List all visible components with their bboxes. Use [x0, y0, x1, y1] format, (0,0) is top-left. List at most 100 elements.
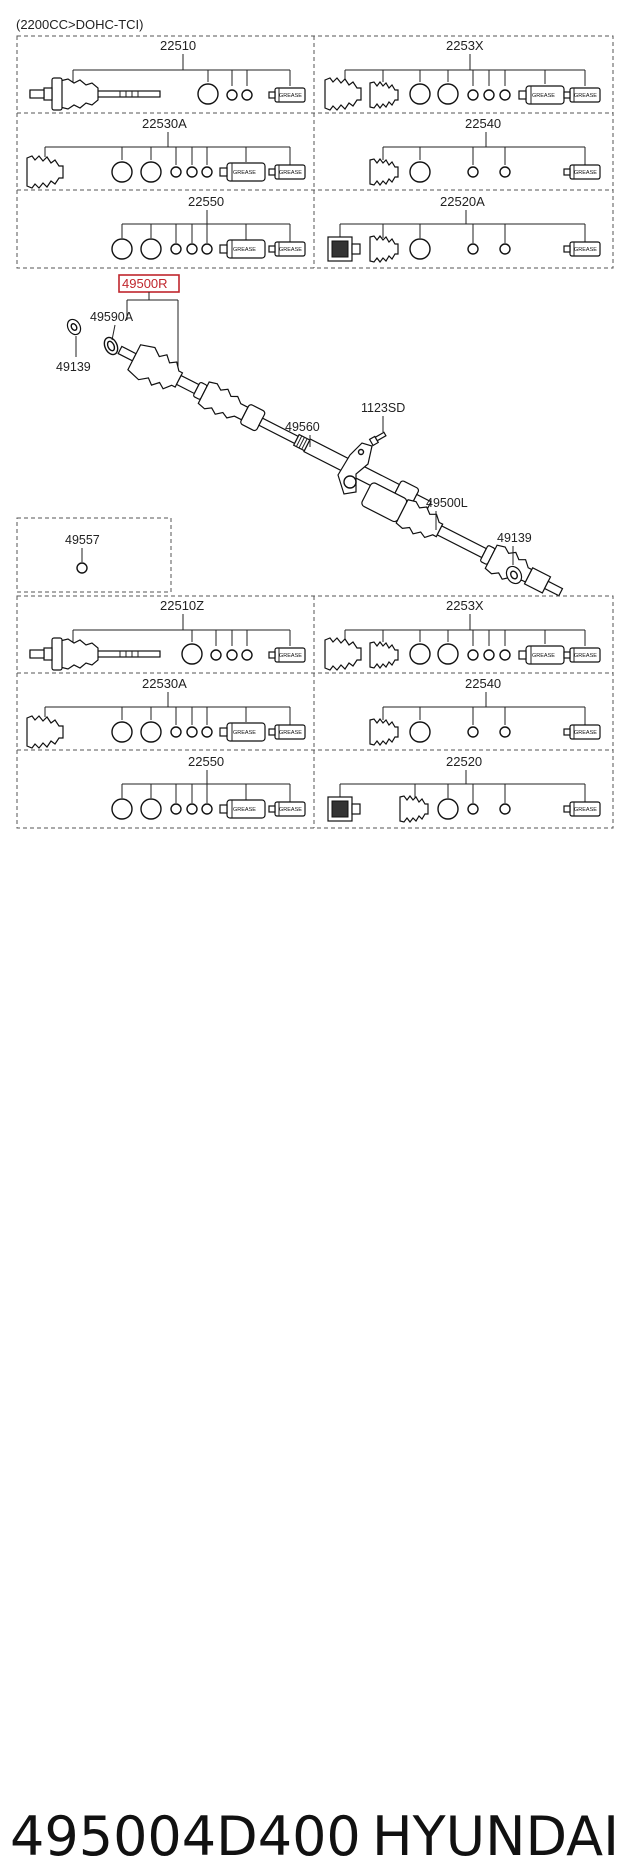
ring-icon [111, 798, 133, 820]
label-22530a-bottom: 22530A [142, 676, 187, 691]
clamp-icon [201, 726, 213, 738]
clamp-icon [186, 726, 198, 738]
bolt-icon [368, 431, 387, 447]
grease-text: GREASE [532, 653, 555, 659]
grease-text: GREASE [279, 93, 302, 99]
clamp-icon [499, 89, 511, 101]
ring-icon [140, 161, 162, 183]
axle-shaft-icon [29, 77, 161, 111]
boot-icon [369, 158, 399, 186]
label-22550-top: 22550 [188, 194, 224, 209]
parts-diagram: (2200CC>DOHC-TCI) 22510 GREASE 2253X [16, 17, 614, 829]
clamp-icon [210, 649, 222, 661]
clamp-icon [201, 243, 213, 255]
label-22530a-top: 22530A [142, 116, 187, 131]
boot-icon [369, 718, 399, 746]
clamp-icon [483, 649, 495, 661]
clamp-icon [467, 649, 479, 661]
label-49590a: 49590A [90, 310, 134, 324]
ring-icon [409, 83, 431, 105]
clamp-icon [226, 649, 238, 661]
label-49139-upper: 49139 [56, 360, 91, 374]
label-22510z: 22510Z [160, 598, 204, 613]
grease-text: GREASE [574, 807, 597, 813]
label-22510: 22510 [160, 38, 196, 53]
clamp-icon [483, 89, 495, 101]
grease-text: GREASE [574, 730, 597, 736]
axle-shaft-icon [29, 637, 161, 671]
label-22550-bottom: 22550 [188, 754, 224, 769]
label-22540-top: 22540 [465, 116, 501, 131]
top-kit-table: 22510 GREASE 2253X GREASE [16, 35, 614, 269]
clamp-icon [499, 166, 511, 178]
clamp-icon [170, 803, 182, 815]
grease-text: GREASE [574, 170, 597, 176]
clamp-icon [241, 649, 253, 661]
label-49557: 49557 [65, 533, 100, 547]
boot-icon [324, 77, 362, 111]
ring-icon [181, 643, 203, 665]
grease-text: GREASE [532, 93, 555, 99]
grease-text: GREASE [279, 653, 302, 659]
clamp-icon [170, 726, 182, 738]
boot-icon [369, 81, 399, 109]
main-assembly: 49500R 49590A 49139 [16, 274, 564, 597]
ring-icon [140, 238, 162, 260]
label-49500r: 49500R [122, 276, 168, 291]
grease-text: GREASE [233, 247, 256, 253]
boot-icon [369, 641, 399, 669]
clamp-icon [226, 89, 238, 101]
bottom-kit-table: 22510Z GREASE 2253X [16, 595, 614, 829]
grease-text: GREASE [574, 247, 597, 253]
nut-icon [505, 565, 523, 585]
ring-icon [437, 83, 459, 105]
header-note: (2200CC>DOHC-TCI) [16, 17, 144, 32]
ring-icon [437, 643, 459, 665]
clamp-icon [467, 243, 479, 255]
label-22520a-top: 22520A [440, 194, 485, 209]
housing-icon [327, 236, 361, 262]
clamp-icon [499, 649, 511, 661]
ring-icon [111, 721, 133, 743]
ring-icon [409, 238, 431, 260]
clamp-icon [467, 166, 479, 178]
grease-text: GREASE [233, 170, 256, 176]
clamp-icon [499, 803, 511, 815]
grease-text: GREASE [279, 807, 302, 813]
label-22520-bottom: 22520 [446, 754, 482, 769]
boot-icon [399, 795, 429, 823]
clamp-icon [186, 166, 198, 178]
ring-icon [437, 798, 459, 820]
grease-text: GREASE [574, 93, 597, 99]
clamp-icon [467, 726, 479, 738]
grease-text: GREASE [233, 730, 256, 736]
part-number: 495004D400 [10, 1805, 361, 1868]
ring-icon [140, 721, 162, 743]
ring-icon [111, 238, 133, 260]
ring-icon [409, 643, 431, 665]
grease-text: GREASE [279, 247, 302, 253]
brand-name: HYUNDAI [372, 1805, 620, 1868]
label-49560: 49560 [285, 420, 320, 434]
clamp-icon [499, 726, 511, 738]
grease-text: GREASE [279, 170, 302, 176]
grease-text: GREASE [279, 730, 302, 736]
boot-icon [26, 155, 64, 189]
label-22540-bottom: 22540 [465, 676, 501, 691]
ring-icon [111, 161, 133, 183]
washer-icon [103, 336, 119, 356]
clamp-icon [201, 803, 213, 815]
clamp-icon [241, 89, 253, 101]
ring-icon [140, 798, 162, 820]
label-2253x-top: 2253X [446, 38, 484, 53]
clamp-icon [201, 166, 213, 178]
bearing-bracket-icon [337, 442, 373, 495]
label-49500l: 49500L [426, 496, 468, 510]
nut-icon [66, 318, 82, 336]
clamp-icon [170, 243, 182, 255]
outer-cv-joint-icon [127, 344, 184, 390]
label-2253x-bottom: 2253X [446, 598, 484, 613]
boot-icon [369, 235, 399, 263]
boot-icon [26, 715, 64, 749]
clamp-icon [186, 803, 198, 815]
